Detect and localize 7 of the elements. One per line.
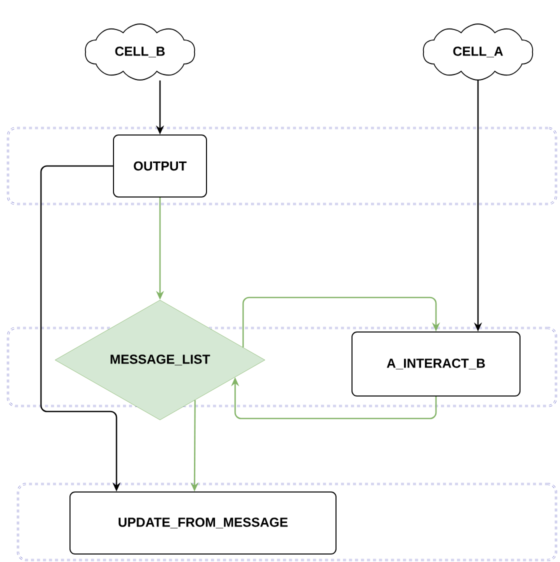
dashed-band: [17, 483, 557, 561]
process-box: OUTPUT: [113, 134, 207, 198]
dashed-band: [7, 327, 557, 407]
process-box: UPDATE_FROM_MESSAGE: [70, 492, 336, 554]
dashed-band: [7, 127, 557, 205]
process-box: A_INTERACT_B: [352, 332, 520, 396]
arrow: [242, 296, 440, 348]
